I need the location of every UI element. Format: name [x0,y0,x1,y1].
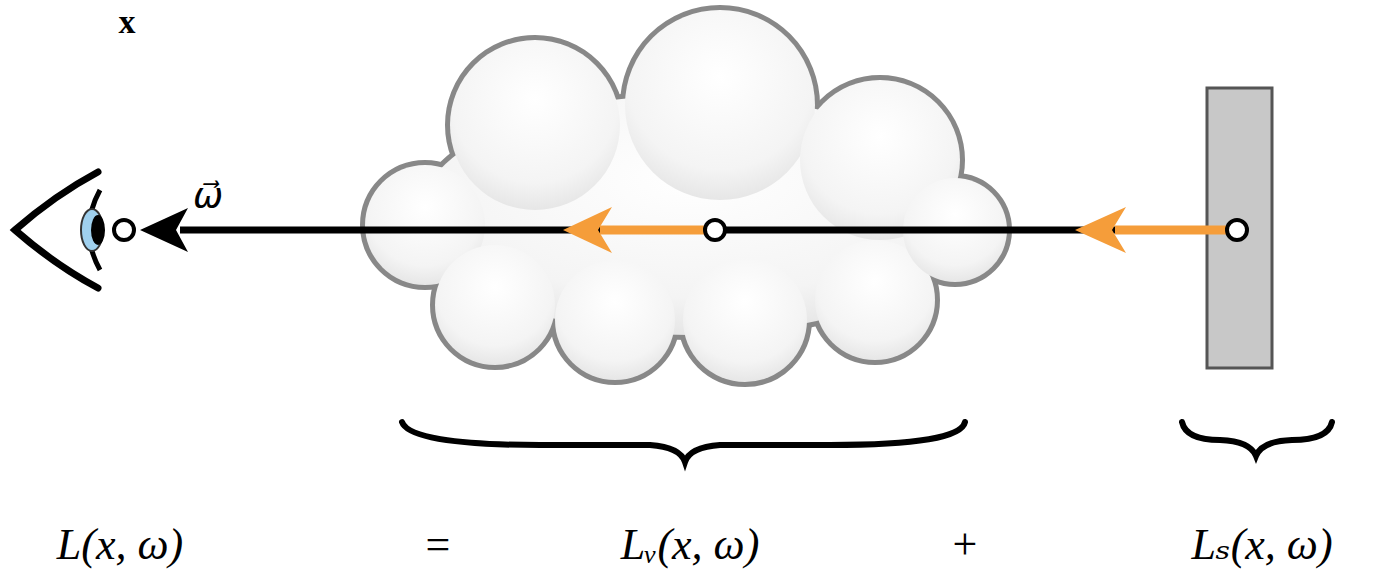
surface-arrow [1115,226,1237,235]
eye [15,172,105,288]
equals-sign: = [426,523,451,567]
cloud [365,10,1007,382]
surface-brace [1182,422,1332,456]
plus-sign: + [953,523,978,567]
equation-term: L(x, ω) [57,523,183,567]
volume-point [705,220,725,240]
volume-brace [402,422,965,462]
point-label: x [119,5,136,39]
surface-point [1227,220,1247,240]
equation-term: Lᵥ(x, ω) [621,523,760,567]
volume-arrowhead [563,207,612,253]
volume-arrow [600,226,715,235]
direction-label: ω⃗ [193,178,223,214]
ray-arrowhead [140,208,188,252]
surface-arrowhead [1075,207,1126,253]
equation-term: Lₛ(x, ω) [1191,523,1332,567]
eye-point [114,220,134,240]
